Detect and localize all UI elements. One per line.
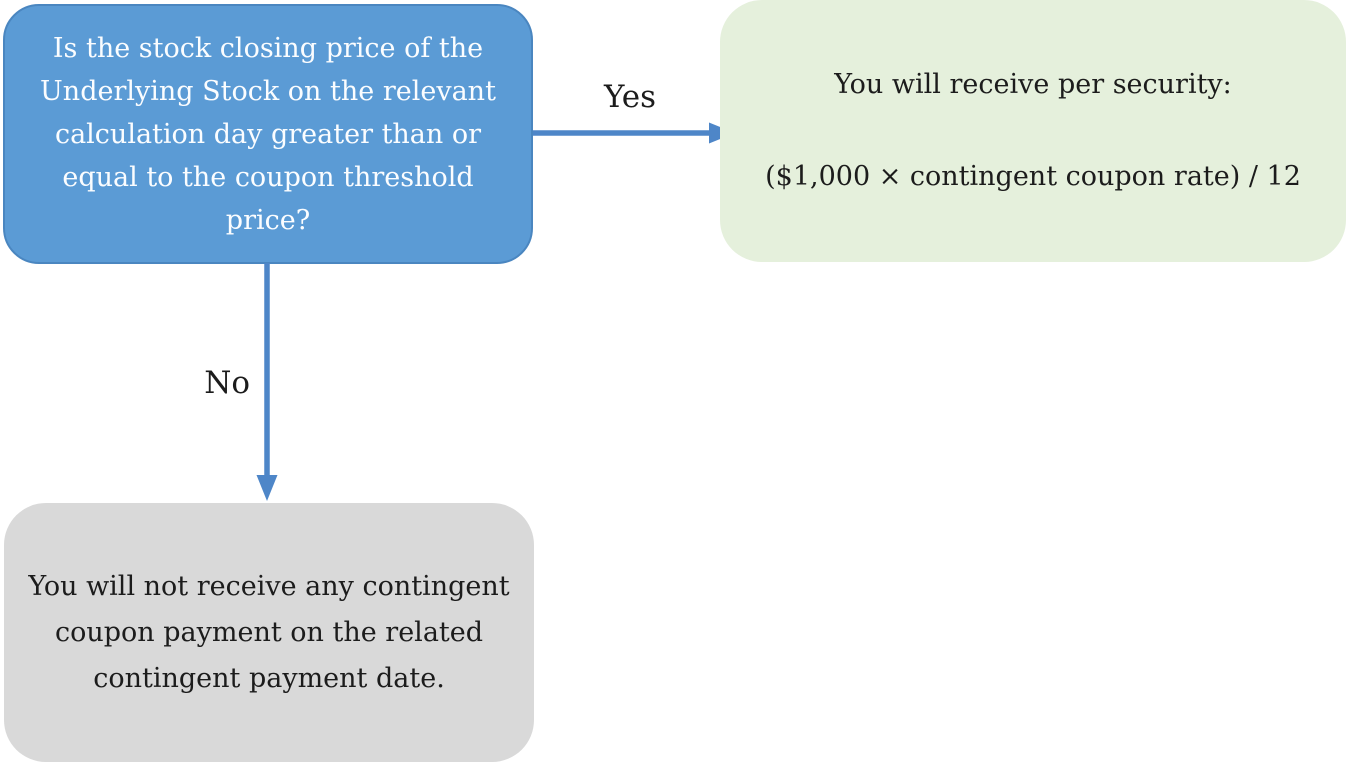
decision-text-line: calculation day greater than or: [54, 118, 482, 150]
no-branch-label: No: [204, 365, 250, 401]
decision-box: Is the stock closing price of the Underl…: [3, 4, 533, 264]
decision-text-line: Is the stock closing price of the: [52, 32, 484, 64]
no-arrow: [256, 263, 278, 501]
yes-outcome-intro: You will receive per security:: [834, 69, 1232, 100]
no-outcome-text-line: You will not receive any contingent: [28, 570, 510, 602]
no-outcome-text-line: coupon payment on the related: [54, 616, 484, 648]
no-outcome-box: You will not receive any contingent coup…: [4, 503, 534, 762]
decision-text-line: price?: [225, 204, 311, 236]
yes-outcome-box: You will receive per security: ($1,000 ×…: [720, 0, 1346, 262]
yes-outcome-formula: ($1,000 × contingent coupon rate) / 12: [765, 161, 1301, 192]
decision-text-line: equal to the coupon threshold: [62, 161, 474, 193]
decision-text-line: Underlying Stock on the relevant: [40, 75, 496, 107]
yes-branch-label: Yes: [603, 79, 657, 115]
yes-arrow: [533, 122, 735, 144]
no-outcome-text-line: contingent payment date.: [93, 662, 445, 694]
